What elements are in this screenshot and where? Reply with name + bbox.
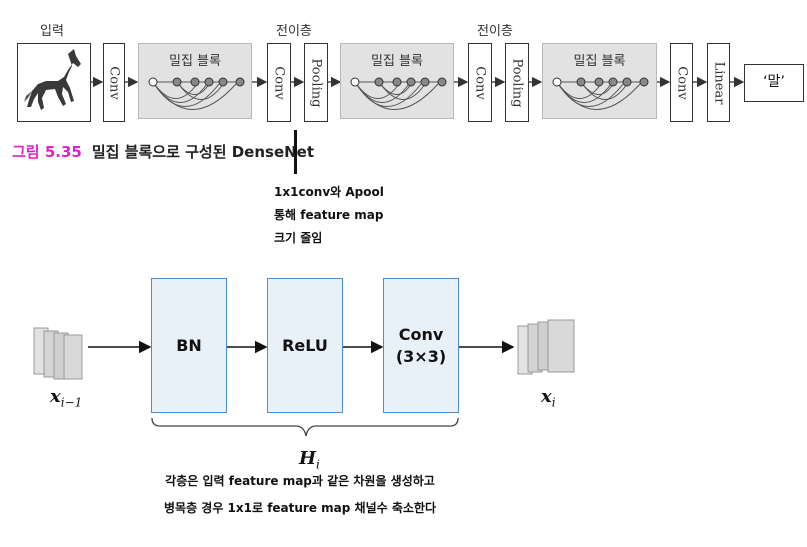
linear-label: Linear [711,61,726,104]
grouping-brace [151,417,459,437]
annotation-note: 1x1conv와 Apool 통해 feature map 크기 줄임 [274,181,384,250]
transition-label-2: 전이층 [477,24,513,39]
conv-box-4: Conv [670,43,693,122]
annotation-line-3: 크기 줄임 [274,231,323,245]
linear-box: Linear [707,43,730,122]
dense-connections-1 [148,77,245,110]
figure-caption: 그림 5.35 밀집 블록으로 구성된 DenseNet [12,141,314,162]
input-var-symbol: x [50,386,61,407]
dense-block-label-3: 밀집 블록 [573,54,626,69]
output-box: ‘말’ [744,64,804,102]
input-label: 입력 [40,24,64,39]
transition-label-1: 전이층 [276,24,312,39]
output-var-symbol: x [541,386,552,407]
conv-3x3-block: Conv (3×3) [383,278,459,413]
dense-block-2: 밀집 블록 [340,43,454,119]
conv-box-3: Conv [468,43,492,122]
function-var-subscript: i [316,457,320,472]
dense-block-label-2: 밀집 블록 [371,54,423,69]
output-variable: xi [541,386,556,410]
bn-label: BN [176,335,202,355]
conv-label-2: Conv [271,65,287,100]
conv-label-1: Conv [106,65,122,100]
annotation-line-2: 통해 feature map [274,208,384,222]
pooling-label-2: Pooling [509,58,525,107]
conv-box-1: Conv [103,43,125,122]
conv-box-2: Conv [267,43,291,122]
bottom-flow-arrows [88,340,515,354]
dense-connections-2 [350,77,447,110]
bn-block: BN [151,278,227,413]
input-feature-map-stack [33,327,83,380]
annotation-line-1: 1x1conv와 Apool [274,185,384,199]
pooling-box-2: Pooling [505,43,529,122]
output-feature-map-stack [517,319,575,375]
conv-label-4: Conv [674,65,689,100]
dense-block-label-1: 밀집 블록 [169,54,221,69]
caption-number: 그림 5.35 [12,143,82,161]
top-flow-arrows [91,76,745,88]
layer-note: 각층은 입력 feature map과 같은 차원을 생성하고 병목층 경우 1… [0,468,600,522]
relu-label: ReLU [282,335,328,355]
conv-label-3: Conv [472,65,488,100]
pooling-box-1: Pooling [304,43,328,122]
input-var-subscript: i−1 [60,395,83,410]
conv-3x3-label: Conv (3×3) [395,324,447,366]
relu-block: ReLU [267,278,343,413]
output-label: ‘말’ [763,74,785,90]
input-horse-image [17,43,91,122]
function-var-symbol: H [299,448,317,469]
output-var-subscript: i [551,395,556,410]
function-variable: Hi [299,448,320,472]
layer-note-line-2: 병목층 경우 1x1로 feature map 채널수 축소한다 [163,501,436,515]
dense-connections-3 [552,77,649,110]
dense-block-3: 밀집 블록 [542,43,657,119]
annotation-marker-line [294,130,297,174]
caption-text: 밀집 블록으로 구성된 DenseNet [91,143,315,161]
pooling-label-1: Pooling [308,58,324,107]
input-variable: xi−1 [50,386,82,410]
layer-note-line-1: 각층은 입력 feature map과 같은 차원을 생성하고 [165,474,435,488]
dense-block-1: 밀집 블록 [138,43,252,119]
